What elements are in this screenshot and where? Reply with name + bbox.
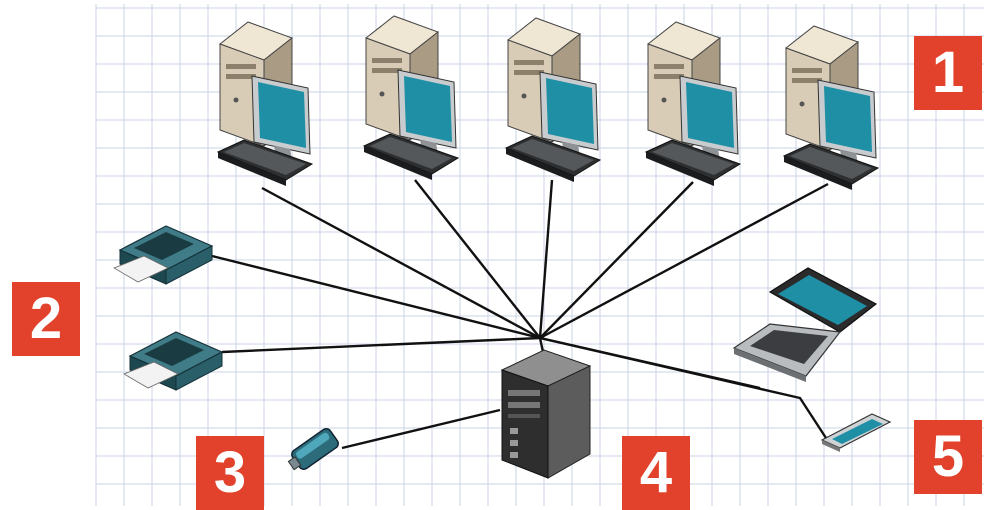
workstation-3 (500, 10, 610, 190)
label-printers: 2 (12, 282, 80, 356)
workstation-4 (640, 14, 750, 194)
cable-workstation-1 (261, 186, 541, 340)
label-mobile-devices: 5 (914, 420, 982, 494)
usb-device (284, 418, 346, 480)
server (498, 344, 594, 482)
printer-icon (123, 331, 224, 391)
cable-usb-device (341, 408, 501, 450)
printer-2 (123, 318, 234, 398)
label-workstations: 1 (914, 36, 982, 110)
usb-modem-icon (287, 428, 339, 471)
label-server: 4 (622, 436, 690, 510)
workstation-5 (778, 18, 888, 198)
cable-server (538, 337, 545, 353)
desktop-computer-icon (504, 17, 602, 182)
smartphone-icon (820, 413, 892, 452)
desktop-computer-icon (782, 25, 880, 190)
smartphone (818, 408, 892, 454)
workstation-1 (212, 14, 322, 194)
cable-printer-2 (221, 336, 541, 354)
cable-phone (539, 336, 828, 439)
label-usb-device: 3 (196, 436, 264, 510)
desktop-computer-icon (644, 21, 742, 186)
cable-workstation-2 (414, 179, 541, 339)
printer-1 (113, 212, 224, 292)
cable-workstation-5 (539, 182, 829, 340)
desktop-computer-icon (362, 15, 460, 180)
printer-icon (113, 225, 214, 285)
workstation-2 (358, 8, 468, 188)
cable-workstation-3 (538, 179, 554, 339)
laptop (730, 264, 880, 384)
desktop-computer-icon (216, 21, 314, 186)
cable-printer-1 (211, 254, 541, 340)
laptop-icon (732, 267, 878, 382)
server-tower-icon (500, 349, 592, 479)
cable-workstation-4 (539, 181, 694, 339)
